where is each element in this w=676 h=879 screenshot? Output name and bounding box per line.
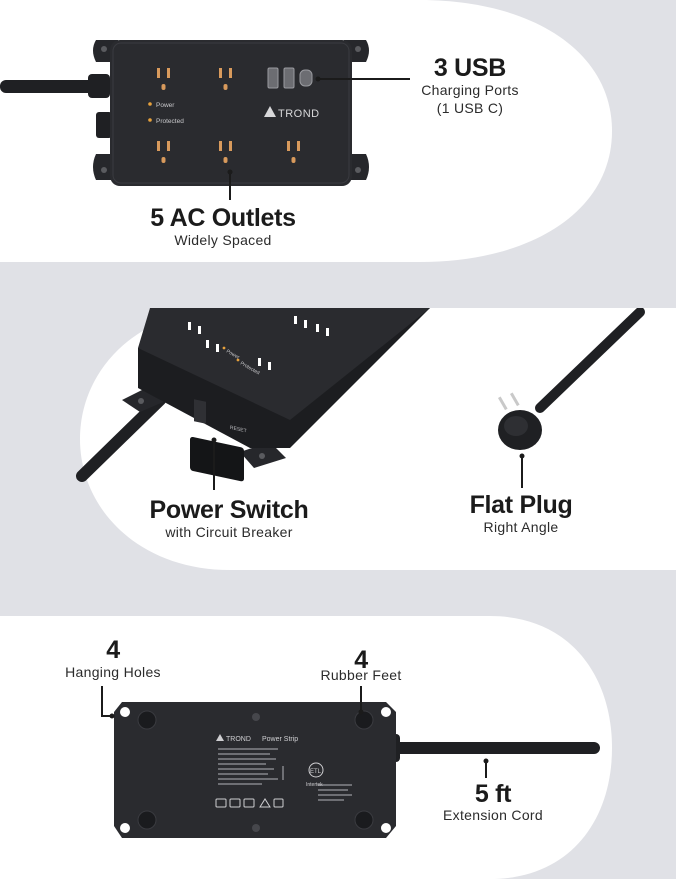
plug-prong <box>510 392 520 407</box>
rocker-switch <box>194 399 206 424</box>
power-cord <box>0 80 100 93</box>
usb-a-port <box>267 67 279 89</box>
cord-label: Extension Cord <box>443 807 543 823</box>
bottom-view-illustration: TROND Power Strip ETL Intertek <box>0 616 612 879</box>
panel-switch-and-plug: RESET Power Protected Power Switch with … <box>0 308 676 570</box>
hanging-hole <box>381 823 391 833</box>
holes-label: Hanging Holes <box>65 664 161 680</box>
usb-subtitle-line2: (1 USB C) <box>436 100 504 116</box>
outlets-title: 5 AC Outlets <box>150 204 296 232</box>
spec-text-lines <box>218 748 352 801</box>
plug-prong <box>498 396 508 411</box>
plug-title: Flat Plug <box>469 491 573 519</box>
ac-outlet <box>157 68 170 90</box>
hanging-hole <box>120 823 130 833</box>
rubber-foot <box>354 810 374 830</box>
switch-subtitle: with Circuit Breaker <box>165 524 293 540</box>
feet-label: Rubber Feet <box>320 667 402 683</box>
rubber-foot <box>137 710 157 730</box>
screw <box>252 824 260 832</box>
screw <box>252 713 260 721</box>
product-name: Power Strip <box>262 736 298 743</box>
plug-cord <box>535 308 645 413</box>
ac-outlet <box>157 141 170 163</box>
usb-title: 3 USB <box>433 54 507 82</box>
power-cord <box>76 394 166 482</box>
extension-cord <box>380 742 600 754</box>
rubber-foot <box>137 810 157 830</box>
switch-plug-illustration: RESET Power Protected <box>76 308 676 570</box>
ac-outlet <box>219 68 232 90</box>
cord-length-title: 5 ft <box>474 780 512 808</box>
ac-outlet <box>287 141 300 163</box>
panel-top-view: Power Protected TROND 3 USB Charging Por… <box>0 0 676 262</box>
power-indicator-label: Power <box>156 102 175 109</box>
hanging-hole <box>381 707 391 717</box>
outlets-subtitle: Widely Spaced <box>174 232 272 248</box>
panel-bottom-view: TROND Power Strip ETL Intertek 4 Han <box>0 616 676 879</box>
usb-c-port <box>299 69 313 87</box>
power-switch <box>190 436 244 482</box>
rubber-foot <box>354 710 374 730</box>
protected-indicator-light <box>148 118 152 122</box>
power-strip-body <box>138 308 430 420</box>
etl-mark-icon <box>308 762 324 778</box>
plug-subtitle: Right Angle <box>483 519 559 535</box>
brand-logo-icon <box>216 734 224 741</box>
intertek-text: Intertek <box>306 782 323 788</box>
ac-outlet <box>219 141 232 163</box>
side-switch <box>96 112 112 138</box>
feet-count: 4 <box>354 646 368 674</box>
usb-subtitle-line1: Charging Ports <box>421 82 519 98</box>
certification-icons <box>215 798 284 808</box>
protected-indicator-label: Protected <box>156 118 184 125</box>
holes-callout-line <box>101 686 112 717</box>
top-view-illustration: Power Protected TROND <box>0 0 612 262</box>
etl-mark-text: ETL <box>310 769 322 775</box>
usb-a-port <box>283 67 295 89</box>
brand-name: TROND <box>278 108 320 120</box>
brand-logo-icon <box>264 106 276 117</box>
brand-name: TROND <box>226 736 251 743</box>
reset-label: RESET <box>230 425 247 434</box>
holes-count: 4 <box>106 636 120 664</box>
hanging-hole <box>120 707 130 717</box>
cord-strain-relief <box>88 74 110 98</box>
power-indicator-light <box>148 102 152 106</box>
switch-title: Power Switch <box>149 496 309 524</box>
